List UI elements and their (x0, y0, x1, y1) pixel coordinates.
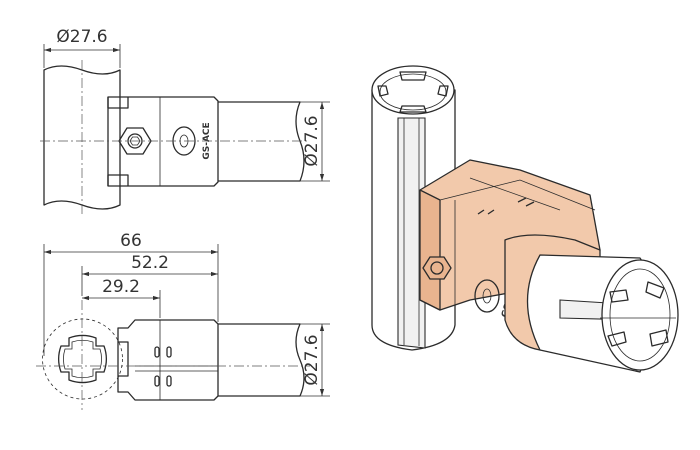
bottom-clamp-tab (107, 174, 129, 186)
side-clamp (118, 341, 129, 377)
top-view-pipe (43, 65, 121, 210)
slot-icons (135, 346, 218, 387)
dim-text-overall-length: 66 (120, 231, 142, 251)
side-view-connector-body (117, 319, 219, 401)
pipe-cross-section (42, 318, 123, 400)
top-view: GS-ACE Ø27.6 Ø27.6 (40, 27, 330, 215)
iso-hex-bolt-icon (422, 256, 452, 280)
dim-text-side-branch-diameter: Ø27.6 (302, 334, 322, 385)
isometric-view: GS-ACE (371, 65, 679, 373)
iso-branch-pipe (526, 254, 679, 373)
dim-text-branch-diameter: Ø27.6 (302, 115, 322, 166)
iso-oval-hole-icon (474, 279, 500, 313)
side-view-branch-pipe (218, 323, 305, 397)
dim-text-inner-length: 52.2 (131, 253, 169, 273)
top-clamp-tab (107, 97, 129, 109)
top-view-branch-pipe (218, 101, 305, 182)
dim-text-pipe-diameter: Ø27.6 (56, 27, 107, 47)
dim-text-offset-length: 29.2 (102, 277, 140, 297)
side-view: 66 52.2 29.2 Ø27.6 (36, 231, 330, 410)
